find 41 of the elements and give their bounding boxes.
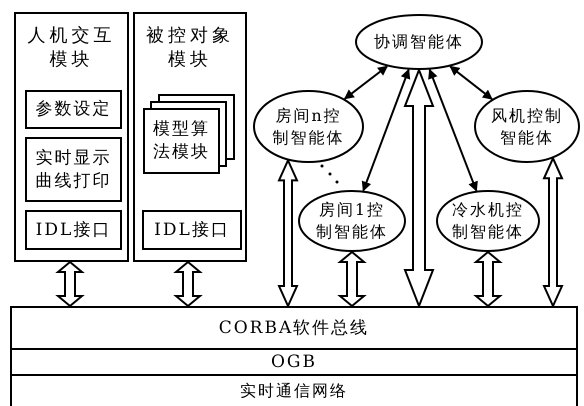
hollow-double-arrow xyxy=(473,250,503,308)
hollow-double-arrow xyxy=(55,260,85,308)
module-box xyxy=(25,90,122,129)
module-box xyxy=(25,210,122,250)
module-label: 参数设定 xyxy=(34,98,112,121)
module-panel xyxy=(133,12,247,262)
agent-label: 风机控制智能体 xyxy=(490,104,564,148)
module-label: 实时显示曲线打印 xyxy=(34,146,112,192)
module-label: 模型算法模块 xyxy=(152,118,211,164)
agent-label: 冷水机控制智能体 xyxy=(451,199,525,243)
stacked-module-box xyxy=(143,94,235,174)
hollow-double-arrow xyxy=(173,260,203,308)
arrow xyxy=(449,66,493,100)
arrow xyxy=(428,68,478,192)
layer-label: 实时通信网络 xyxy=(240,380,348,402)
bus-layer xyxy=(10,374,578,406)
module-box xyxy=(142,210,242,250)
arrow xyxy=(362,68,410,192)
arrow xyxy=(344,66,388,100)
agent-ellipse xyxy=(436,190,540,252)
agent-ellipse xyxy=(253,90,364,163)
module-label: IDL接口 xyxy=(153,218,231,242)
bus-layer xyxy=(10,348,578,376)
agent-label: 房间1控制智能体 xyxy=(315,199,389,243)
module-panel xyxy=(14,12,129,262)
agent-label: 房间n控制智能体 xyxy=(272,104,346,148)
agent-label: 协调智能体 xyxy=(373,31,465,53)
agent-ellipse xyxy=(474,90,580,163)
bus-layer xyxy=(10,306,578,350)
module-title: 人机交互模块 xyxy=(26,24,116,72)
layer-label: OGB xyxy=(270,350,317,374)
hollow-double-arrow xyxy=(277,158,299,308)
module-label: IDL接口 xyxy=(34,218,112,242)
agent-ellipse xyxy=(355,14,483,70)
hollow-double-arrow xyxy=(337,250,367,308)
agent-ellipse xyxy=(298,190,406,252)
layer-label: CORBA软件总线 xyxy=(218,316,370,340)
hollow-double-arrow xyxy=(542,156,564,308)
module-box xyxy=(25,137,122,202)
module-title: 被控对象模块 xyxy=(145,24,235,72)
hollow-double-arrow xyxy=(404,67,434,309)
